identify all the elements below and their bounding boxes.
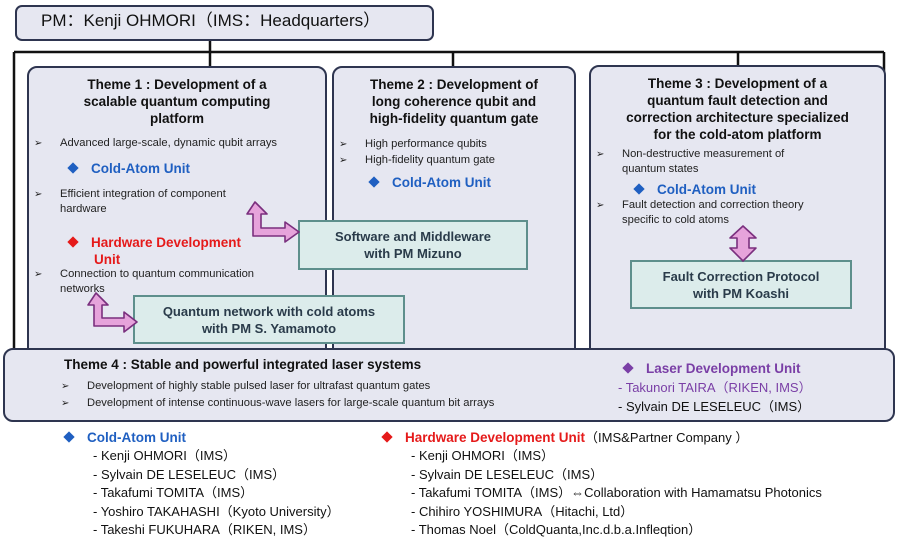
theme1-hardware-unit: Hardware Development Unit	[67, 234, 242, 268]
laser-development-unit: Laser Development Unit	[622, 360, 801, 377]
arrow-right-outline-icon: ➢	[596, 149, 605, 160]
theme3-title-line: for the cold-atom platform	[653, 127, 822, 142]
arrow-right-outline-icon: ➢	[61, 381, 70, 392]
theme1-bullet-1: ➢ Advanced large-scale, dynamic qubit ar…	[34, 136, 277, 151]
bullet-text: Connection to quantum communication	[60, 268, 255, 280]
laser-member: - Takunori TAIRA（RIKEN, IMS）	[618, 380, 812, 395]
bullet-text: Advanced large-scale, dynamic qubit arra…	[60, 137, 278, 149]
member-item: - Sylvain DE LESELEUC（IMS）	[411, 466, 604, 482]
theme3-cold-atom-unit: Cold-Atom Unit	[633, 181, 756, 198]
diamond-icon	[381, 431, 393, 443]
bullet-text: specific to cold atoms	[622, 214, 729, 226]
theme3-title-line: quantum fault detection and	[647, 93, 828, 108]
diamond-icon	[63, 431, 75, 443]
collab-line: Fault Correction Protocol	[662, 269, 820, 284]
arrow-network	[87, 292, 138, 333]
theme1-title-line: scalable quantum computing	[83, 94, 271, 109]
member-item: - Yoshiro TAKAHASHI（Kyoto University）	[93, 503, 340, 519]
collab-line: with PM Koashi	[692, 286, 790, 301]
theme1-title-line: Theme 1 : Development of a	[87, 77, 267, 92]
unit-label: Laser Development Unit	[646, 361, 801, 376]
arrow-right-outline-icon: ➢	[61, 398, 70, 409]
theme1-title: Theme 1 : Development of a scalable quan…	[29, 76, 325, 127]
collab-fault-correction: Fault Correction Protocol with PM Koashi	[630, 260, 852, 309]
collab-line: Software and Middleware	[334, 229, 492, 244]
pm-header: PM：Kenji OHMORI（IMS：Headquarters）	[15, 5, 434, 41]
cold-atom-list-title: Cold-Atom Unit	[63, 429, 340, 447]
theme1-cold-atom-unit: Cold-Atom Unit	[67, 160, 190, 177]
arrow-right-outline-icon: ➢	[339, 155, 348, 166]
theme1-bullet-3: ➢ Connection to quantum communication ne…	[34, 267, 254, 297]
bullet-text: High-fidelity quantum gate	[365, 154, 495, 166]
theme2-title-line: long coherence qubit and	[371, 94, 537, 109]
arrow-right-outline-icon: ➢	[34, 189, 43, 200]
member-item: - Thomas Noel（ColdQuanta,Inc.d.b.a.Infle…	[411, 522, 702, 538]
theme3-bullet-1: ➢ Non-destructive measurement of quantum…	[596, 147, 784, 177]
pm-label: PM：Kenji OHMORI（IMS：Headquarters）	[41, 11, 381, 30]
unit-label: Cold-Atom Unit	[91, 161, 190, 176]
theme4-bullet-2: ➢ Development of intense continuous-wave…	[61, 396, 494, 411]
bullet-text: Efficient integration of component	[60, 188, 226, 200]
theme1-title-line: platform	[150, 111, 204, 126]
collab-software-middleware: Software and Middleware with PM Mizuno	[298, 220, 528, 270]
theme4-bullet-1: ➢ Development of highly stable pulsed la…	[61, 379, 430, 394]
arrow-fault	[729, 225, 757, 262]
laser-member: - Sylvain DE LESELEUC（IMS）	[618, 399, 811, 414]
theme3-title: Theme 3 : Development of a quantum fault…	[591, 75, 884, 143]
hardware-list-title: Hardware Development Unit（IMS&Partner Co…	[381, 429, 822, 447]
collab-line: Quantum network with cold atoms	[162, 304, 376, 319]
theme1-bullet-2: ➢ Efficient integration of component har…	[34, 187, 226, 217]
theme4-title: Theme 4 : Stable and powerful integrated…	[64, 357, 422, 372]
theme2-title-line: high-fidelity quantum gate	[369, 111, 539, 126]
theme2-bullet-1: ➢ High performance qubits	[339, 137, 487, 152]
arrow-right-outline-icon: ➢	[34, 138, 43, 149]
theme3-bullet-2: ➢ Fault detection and correction theory …	[596, 198, 804, 228]
arrow-right-outline-icon: ➢	[339, 139, 348, 150]
list-title-suffix: （IMS&Partner Company ）	[585, 430, 749, 445]
member-item: - Kenji OHMORI（IMS）	[411, 448, 555, 463]
bullet-text: High performance qubits	[365, 138, 487, 150]
bullet-text: networks	[60, 283, 105, 295]
member-item: - Sylvain DE LESELEUC（IMS）	[93, 466, 286, 482]
member-item: - Kenji OHMORI（IMS）	[93, 448, 237, 463]
theme3-box: Theme 3 : Development of a quantum fault…	[589, 65, 886, 360]
bullet-text: hardware	[60, 203, 107, 215]
arrow-software	[246, 201, 300, 243]
unit-label: Unit	[94, 252, 121, 267]
unit-label: Cold-Atom Unit	[657, 182, 756, 197]
list-title-text: Hardware Development Unit	[405, 430, 586, 445]
hardware-members: - Kenji OHMORI（IMS） - Sylvain DE LESELEU…	[383, 447, 822, 540]
theme4-box: Theme 4 : Stable and powerful integrated…	[3, 348, 895, 422]
bullet-text: Development of highly stable pulsed lase…	[87, 380, 431, 392]
theme2-cold-atom-unit: Cold-Atom Unit	[368, 174, 491, 191]
member-item: - Takafumi TOMITA（IMS）	[93, 485, 254, 501]
bullet-text: Development of intense continuous-wave l…	[87, 397, 495, 409]
theme3-title-line: correction architecture specialized	[626, 110, 849, 125]
theme2-bullet-2: ➢ High-fidelity quantum gate	[339, 153, 495, 168]
collab-line: with PM Mizuno	[364, 246, 462, 261]
collab-quantum-network: Quantum network with cold atoms with PM …	[133, 295, 405, 344]
member-item: - Takafumi TOMITA（IMS）⇔Collaboration wit…	[411, 485, 822, 501]
theme2-title: Theme 2 : Development of long coherence …	[334, 76, 574, 127]
list-title-text: Cold-Atom Unit	[87, 430, 186, 445]
unit-label: Hardware Development	[91, 235, 242, 250]
collab-line: with PM S. Yamamoto	[201, 321, 337, 336]
unit-label: Cold-Atom Unit	[392, 175, 491, 190]
arrow-right-outline-icon: ➢	[596, 200, 605, 211]
member-item: - Chihiro YOSHIMURA（Hitachi, Ltd）	[411, 503, 634, 519]
cold-atom-members: - Kenji OHMORI（IMS） - Sylvain DE LESELEU…	[65, 447, 340, 540]
cold-atom-unit-list: Cold-Atom Unit - Kenji OHMORI（IMS） - Syl…	[63, 429, 340, 540]
theme2-title-line: Theme 2 : Development of	[369, 77, 539, 92]
theme3-title-line: Theme 3 : Development of a	[647, 76, 828, 91]
bullet-text: quantum states	[622, 163, 699, 175]
arrow-right-outline-icon: ➢	[34, 269, 43, 280]
member-item: - Takeshi FUKUHARA（RIKEN, IMS）	[93, 522, 316, 538]
bullet-text: Non-destructive measurement of	[622, 148, 785, 160]
hardware-unit-list: Hardware Development Unit（IMS&Partner Co…	[381, 429, 822, 540]
bullet-text: Fault detection and correction theory	[622, 199, 804, 211]
